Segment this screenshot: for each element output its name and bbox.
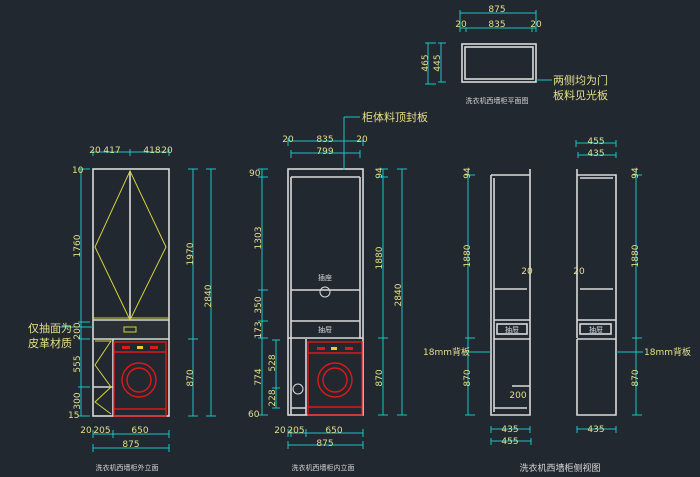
dim-text: 15 xyxy=(68,411,79,421)
dim-text: 875 xyxy=(488,5,505,15)
dim-text: 20 xyxy=(161,146,173,156)
dim-text: 300 xyxy=(73,392,83,409)
dim-text: 200 xyxy=(73,322,83,339)
washing-machine xyxy=(113,341,167,417)
dim-text: 835 xyxy=(488,20,505,30)
view-title: 洗衣机西墙柜外立面 xyxy=(96,463,159,472)
dim-text: 2840 xyxy=(394,283,404,306)
drawer xyxy=(579,323,612,335)
dim-text: 20 xyxy=(274,426,286,436)
dim-text: 799 xyxy=(316,147,333,157)
dim-text: 455 xyxy=(501,437,518,447)
cabinet-outline xyxy=(92,168,170,417)
dim-text: 20 xyxy=(455,20,467,30)
dim-text: 173 xyxy=(254,321,264,338)
door-diamond xyxy=(93,169,169,322)
dim-text: 455 xyxy=(587,137,604,147)
dim-text: 435 xyxy=(587,149,604,159)
socket-icon xyxy=(319,286,331,298)
dim-text: 20 xyxy=(573,267,585,277)
dim-text: 200 xyxy=(509,391,526,401)
annotation: 板料见光板 xyxy=(553,88,608,102)
dim-text: 870 xyxy=(375,369,385,386)
annotation: 18mm背板 xyxy=(423,346,470,358)
socket-icon xyxy=(292,383,304,395)
plan-outline xyxy=(461,43,537,83)
dim-text: 445 xyxy=(433,54,443,71)
left-side-cabinet xyxy=(490,169,531,416)
dim-text: 10 xyxy=(72,166,84,176)
dim-text: 228 xyxy=(268,389,278,406)
dim-text: 774 xyxy=(254,368,264,385)
socket-label: 插座 xyxy=(318,273,332,282)
view-title: 洗衣机西墙柜平面图 xyxy=(466,96,529,105)
dim-text: 870 xyxy=(186,369,196,386)
dim-text: 20 xyxy=(282,135,294,145)
dim-text: 205 xyxy=(93,426,110,436)
plan-inner xyxy=(464,46,534,80)
dim-text: 870 xyxy=(463,369,473,386)
dim-text: 875 xyxy=(122,440,139,450)
dim-text: 350 xyxy=(254,296,264,313)
dim-text: 528 xyxy=(268,354,278,371)
inner-elevation: 柜体料顶封板 20 835 20 799 90 1303 350 173 774… xyxy=(248,110,428,472)
leather-drawer-front xyxy=(94,321,168,338)
cabinet-panels xyxy=(288,176,363,415)
annotation: 柜体料顶封板 xyxy=(362,110,428,124)
view-title: 洗衣机西墙柜内立面 xyxy=(292,463,355,472)
dim-text: 650 xyxy=(131,426,148,436)
drawer-label: 抽屉 xyxy=(589,325,603,334)
annotation: 18mm背板 xyxy=(644,346,691,358)
dim-text: 875 xyxy=(316,439,333,449)
annotation: 仅抽面为 xyxy=(28,321,72,335)
dim-text: 90 xyxy=(249,169,261,179)
dim-text: 20 xyxy=(89,146,101,156)
dim-text: 94 xyxy=(463,167,473,179)
drawer-label: 抽屉 xyxy=(505,325,519,334)
dim-text: 1303 xyxy=(254,227,264,250)
dim-text: 20 xyxy=(521,267,533,277)
dim-text: 1880 xyxy=(631,244,641,267)
dim-text: 835 xyxy=(316,135,333,145)
dim-text: 417 xyxy=(103,146,120,156)
annotation: 皮革材质 xyxy=(28,336,72,350)
dim-text: 1760 xyxy=(73,234,83,257)
plan-side-dims xyxy=(425,42,446,85)
dim-text: 20 xyxy=(80,426,92,436)
dim-text: 1880 xyxy=(375,246,385,269)
dim-text: 435 xyxy=(587,425,604,435)
cabinet-panels xyxy=(93,171,169,416)
dim-text: 1880 xyxy=(463,244,473,267)
dim-text: 2840 xyxy=(204,284,214,307)
drawer-handle xyxy=(123,326,137,333)
washing-machine xyxy=(307,341,363,416)
view-title: 洗衣机西墙柜侧视图 xyxy=(519,462,600,474)
drawer xyxy=(496,323,528,335)
dim-text: 435 xyxy=(501,425,518,435)
dim-text: 60 xyxy=(248,410,260,420)
drawer-label: 抽屉 xyxy=(318,325,332,334)
plan-view: 875 20 835 20 465 445 两侧均为门 板料见光板 洗衣机西墙柜… xyxy=(421,5,608,105)
dim-text: 205 xyxy=(287,426,304,436)
side-dims xyxy=(462,140,643,445)
dim-text: 418 xyxy=(143,146,160,156)
plan-top-dims xyxy=(459,10,537,32)
dim-text: 20 xyxy=(356,135,368,145)
dim-text: 555 xyxy=(73,355,83,372)
dim-text: 94 xyxy=(631,167,641,179)
inner-dims xyxy=(258,116,407,449)
shelf-zigzag xyxy=(94,340,112,415)
dim-text: 20 xyxy=(530,20,542,30)
side-views: 94 1880 870 94 1880 870 455 435 435 455 … xyxy=(423,137,691,474)
dim-text: 465 xyxy=(421,54,431,71)
dim-text: 650 xyxy=(325,426,342,436)
right-side-cabinet xyxy=(576,169,617,416)
outer-dims xyxy=(60,149,216,452)
dim-text: 870 xyxy=(631,369,641,386)
dim-text: 94 xyxy=(375,167,385,179)
outer-elevation: 20 417 418 20 10 1760 200 555 300 15 197… xyxy=(28,146,216,472)
dim-text: 1970 xyxy=(186,242,196,265)
annotation: 两侧均为门 xyxy=(553,73,608,87)
